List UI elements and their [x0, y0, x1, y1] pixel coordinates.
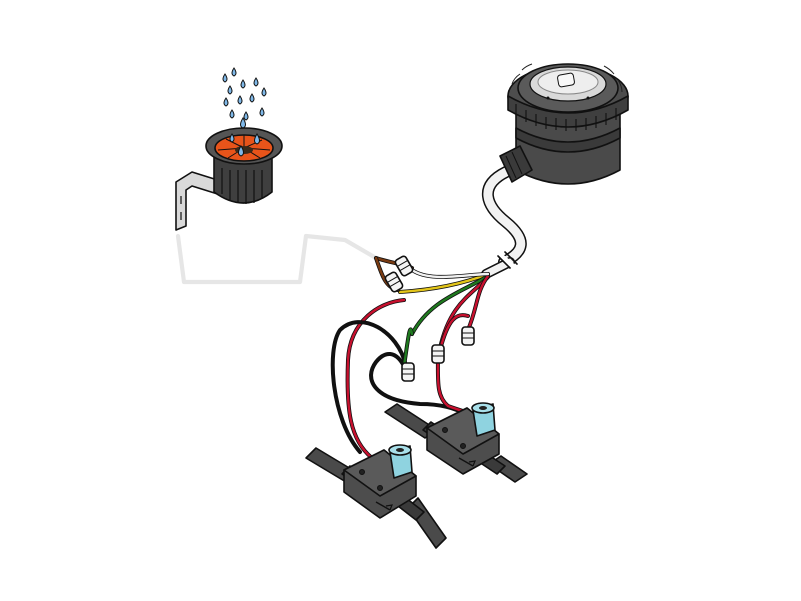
water-drop-icon [253, 77, 259, 87]
water-drop-icon [254, 133, 260, 145]
rain-sensor [175, 67, 283, 231]
wire-connectors [384, 255, 475, 382]
wire-connector [431, 344, 445, 364]
sensor-cable [175, 233, 379, 285]
battery-controller-icon [499, 63, 629, 185]
water-drop-icon [238, 145, 244, 157]
water-drop-icon [249, 93, 255, 103]
cable-outlet-nut [499, 145, 533, 183]
cable-break-marks [497, 251, 518, 269]
solenoid-valve-icon [305, 444, 447, 549]
water-drop-icon [222, 73, 228, 83]
water-drop-icon [243, 111, 249, 121]
controller-cable [481, 166, 527, 279]
water-drop-icon [223, 97, 229, 107]
water-drop-icon [227, 85, 233, 95]
water-drop-icon [229, 133, 235, 143]
water-drop-icon [259, 107, 265, 117]
rain-sensor-icon [205, 127, 283, 204]
valve-wires [330, 298, 478, 460]
water-drop-icon [261, 87, 267, 97]
wire-connector [384, 271, 404, 293]
solenoid-valve-1 [305, 444, 447, 549]
water-drop-icon [229, 109, 235, 119]
solenoid-valve-2 [384, 402, 528, 483]
display-icon [557, 72, 575, 88]
wire-connector [394, 255, 414, 277]
wire-connector [461, 326, 475, 346]
mounting-bracket-icon [175, 171, 225, 231]
water-drop-icon [231, 67, 237, 77]
water-drop-icon [237, 95, 243, 105]
solenoid-valve-icon [384, 402, 528, 483]
water-drop-icon [240, 117, 246, 129]
wire-connector [401, 362, 415, 382]
water-drops [222, 67, 267, 157]
controller-wires [398, 268, 490, 350]
water-drop-icon [240, 79, 246, 89]
